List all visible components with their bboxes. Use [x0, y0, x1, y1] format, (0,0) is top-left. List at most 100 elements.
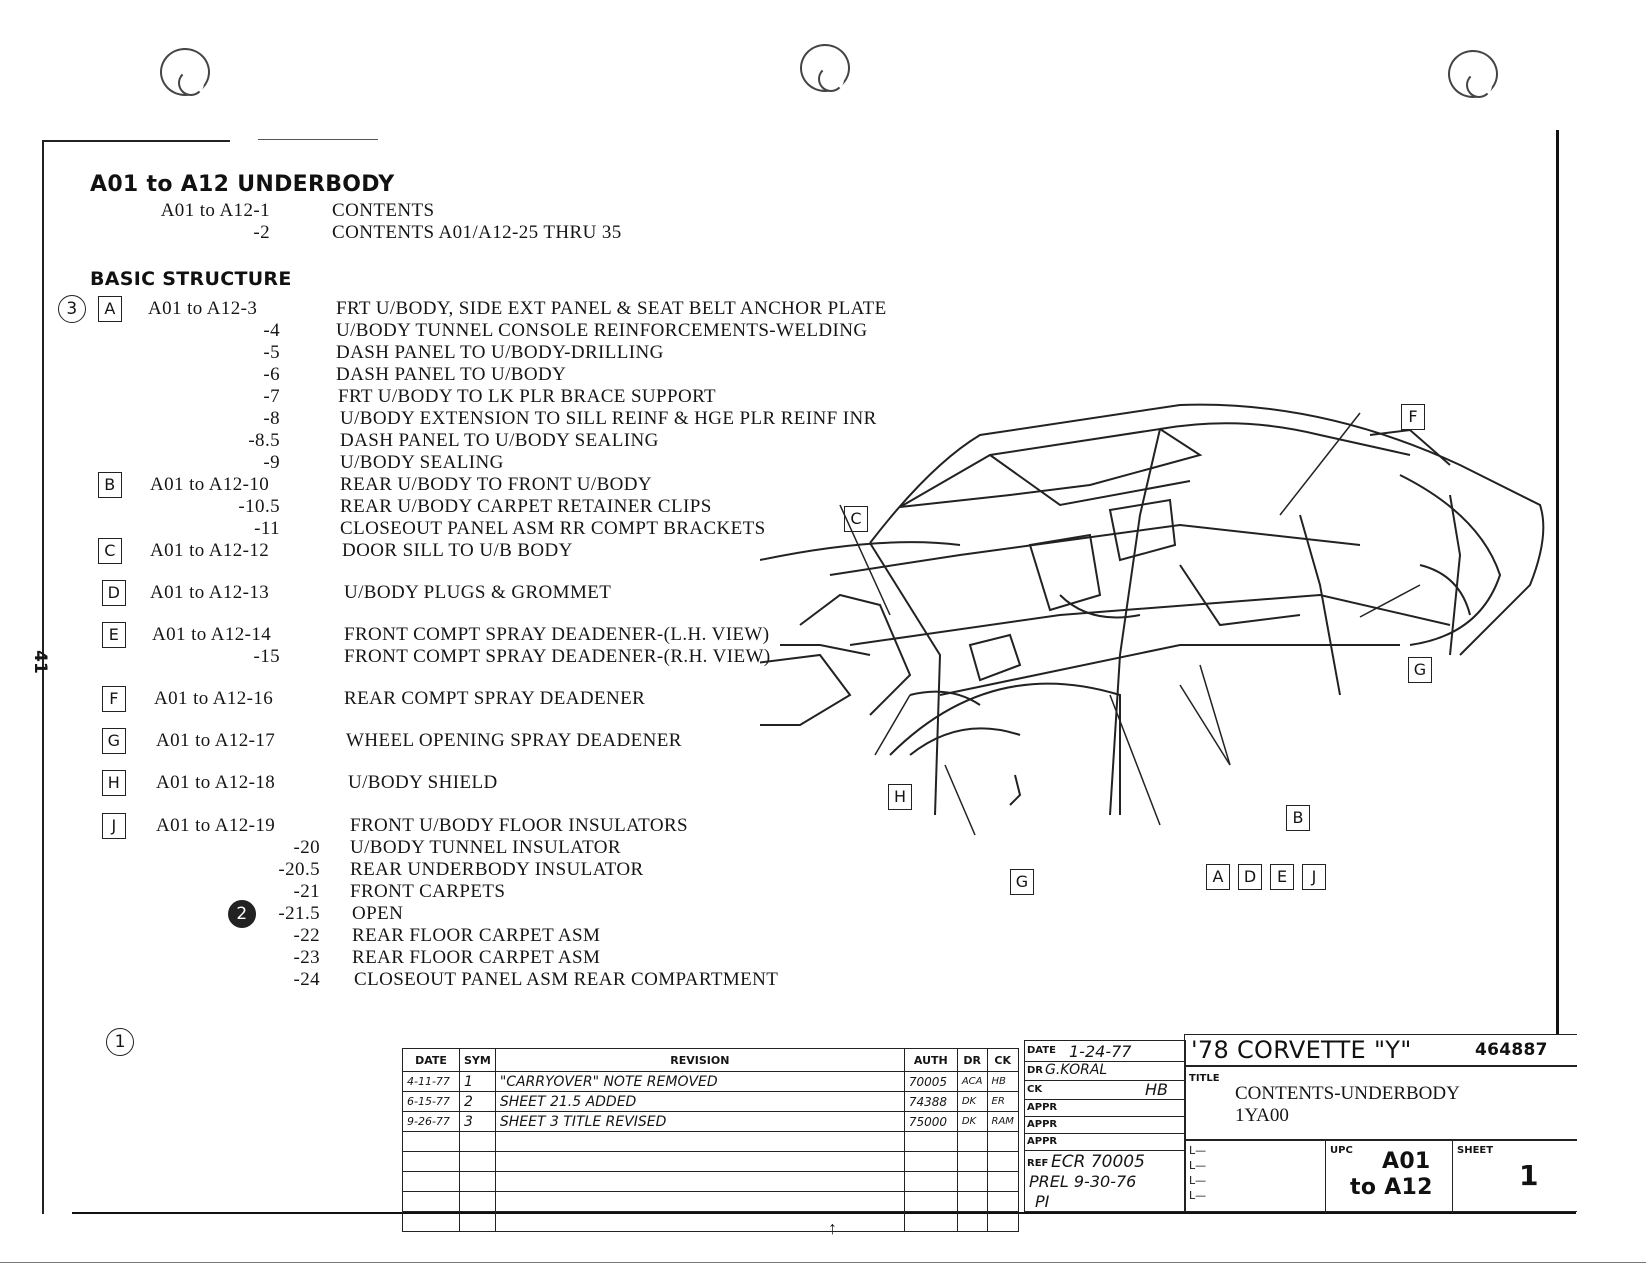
item-number: A01 to A12-14: [152, 624, 272, 645]
frame-top-line: [42, 140, 230, 142]
callout-h: H: [888, 784, 912, 810]
item-number: -21: [293, 881, 320, 902]
item-number: -24: [293, 969, 320, 990]
cell-sym: 2: [459, 1091, 496, 1112]
cell-ck: HB: [986, 1071, 1019, 1092]
appr-label: APPR: [1027, 1119, 1058, 1130]
frame-left-line: [42, 140, 44, 1214]
item-label: CLOSEOUT PANEL ASM REAR COMPARTMENT: [354, 969, 779, 990]
section-box: B: [98, 472, 122, 498]
callout-b: B: [1286, 805, 1310, 831]
cell-dr: DK: [956, 1111, 988, 1132]
approval-date-row: DATE 1-24-77: [1025, 1041, 1185, 1062]
item-label: REAR UNDERBODY INSULATOR: [350, 859, 644, 880]
item-label: U/BODY TUNNEL CONSOLE REINFORCEMENTS-WEL…: [336, 320, 868, 341]
revision-header-row: DATE SYM REVISION AUTH DR CK: [402, 1048, 1019, 1072]
table-row-empty: [402, 1191, 1019, 1212]
ref-value-2: PREL 9-30-76: [1029, 1172, 1137, 1191]
section-box: E: [102, 622, 126, 648]
item-number: -2: [253, 222, 270, 243]
binder-hole-left: [160, 48, 210, 96]
cell-dr: DK: [956, 1091, 988, 1112]
cell-auth: 75000: [903, 1111, 958, 1132]
callout-f: F: [1401, 404, 1425, 430]
section-title: A01 to A12 UNDERBODY: [90, 172, 395, 197]
item-number: -8: [263, 408, 280, 429]
approval-dr-row: DR G.KORAL: [1025, 1061, 1185, 1081]
approval-appr-row: APPR: [1025, 1133, 1185, 1151]
ref-value-1: ECR 70005: [1051, 1152, 1145, 1172]
callout-g-right: G: [1408, 657, 1432, 683]
header-sym: SYM: [459, 1048, 496, 1072]
section-box: C: [98, 538, 122, 564]
revision-table: DATE SYM REVISION AUTH DR CK 4-11-77 1 "…: [402, 1048, 1019, 1232]
item-label: U/BODY SHIELD: [348, 772, 498, 793]
item-label: FRONT COMPT SPRAY DEADENER-(R.H. VIEW): [344, 646, 771, 667]
sheet-value: 1: [1519, 1159, 1539, 1192]
l-mark: L—: [1189, 1174, 1207, 1187]
item-label: U/BODY TUNNEL INSULATOR: [350, 837, 621, 858]
appr-label: APPR: [1027, 1102, 1058, 1113]
approval-block: DATE 1-24-77 DR G.KORAL CK HB APPR APPR …: [1024, 1040, 1186, 1212]
cell-dr: ACA: [956, 1071, 988, 1092]
sheet-label: SHEET: [1457, 1145, 1494, 1156]
item-number: -21.5: [278, 903, 320, 924]
callout-g-bottom: G: [1010, 869, 1034, 895]
item-number: A01 to A12-19: [156, 815, 276, 836]
item-label: REAR FLOOR CARPET ASM: [352, 925, 601, 946]
note-circle: 1: [106, 1028, 134, 1056]
item-number: A01 to A12-13: [150, 582, 270, 603]
frame-top-line-dashed: [258, 139, 378, 140]
table-row: 6-15-77 2 SHEET 21.5 ADDED 74388 DK ER: [402, 1091, 1019, 1112]
cell-auth: 70005: [903, 1071, 958, 1092]
item-label: DOOR SILL TO U/B BODY: [342, 540, 573, 561]
section-box: A: [98, 296, 122, 322]
model-name: '78 CORVETTE "Y": [1191, 1036, 1412, 1064]
item-number: -9: [263, 452, 280, 473]
item-number: -5: [263, 342, 280, 363]
date-value: 1-24-77: [1069, 1042, 1132, 1061]
upc-label: UPC: [1330, 1145, 1353, 1156]
binder-hole-right: [1448, 50, 1498, 98]
cell-sym: 1: [459, 1071, 496, 1092]
item-label: REAR U/BODY TO FRONT U/BODY: [340, 474, 653, 495]
cell-auth: 74388: [903, 1091, 958, 1112]
cell-ck: RAM: [986, 1111, 1019, 1132]
title-model-row: '78 CORVETTE "Y" 464887: [1185, 1035, 1577, 1067]
cell-ck: ER: [986, 1091, 1019, 1112]
section-box: G: [102, 728, 126, 754]
item-number: -10.5: [238, 496, 280, 517]
l-mark: L—: [1189, 1189, 1207, 1202]
title-label: TITLE: [1189, 1073, 1220, 1084]
header-auth: AUTH: [903, 1048, 958, 1072]
cell-date: 6-15-77: [402, 1091, 460, 1112]
ck-label: CK: [1027, 1084, 1043, 1095]
appr-label: APPR: [1027, 1136, 1058, 1147]
item-label: FRONT CARPETS: [350, 881, 506, 902]
item-number: A01 to A12-3: [148, 298, 258, 319]
item-label: REAR COMPT SPRAY DEADENER: [344, 688, 646, 709]
table-row-empty: [402, 1171, 1019, 1192]
cell-date: 4-11-77: [402, 1071, 460, 1092]
title-line-1: CONTENTS-UNDERBODY: [1235, 1083, 1460, 1104]
item-label: FRONT U/BODY FLOOR INSULATORS: [350, 815, 688, 836]
section-box: H: [102, 770, 126, 796]
item-label: REAR FLOOR CARPET ASM: [352, 947, 601, 968]
l-mark: L—: [1189, 1144, 1207, 1157]
item-number: -4: [263, 320, 280, 341]
item-number: -20.5: [278, 859, 320, 880]
title-block: '78 CORVETTE "Y" 464887 TITLE CONTENTS-U…: [1184, 1034, 1577, 1213]
upc-value-2: to A12: [1350, 1175, 1433, 1200]
table-row-empty: [402, 1211, 1019, 1232]
ref-label: REF: [1027, 1158, 1049, 1169]
item-number: -7: [263, 386, 280, 407]
section-box: F: [102, 686, 126, 712]
section-box: J: [102, 813, 126, 839]
header-revision: REVISION: [494, 1048, 905, 1072]
l-mark: L—: [1189, 1159, 1207, 1172]
item-number: -15: [253, 646, 280, 667]
dr-label: DR: [1027, 1065, 1044, 1076]
item-number: A01 to A12-16: [154, 688, 274, 709]
table-row-empty: [402, 1151, 1019, 1172]
cell-revision: "CARRYOVER" NOTE REMOVED: [494, 1071, 905, 1092]
